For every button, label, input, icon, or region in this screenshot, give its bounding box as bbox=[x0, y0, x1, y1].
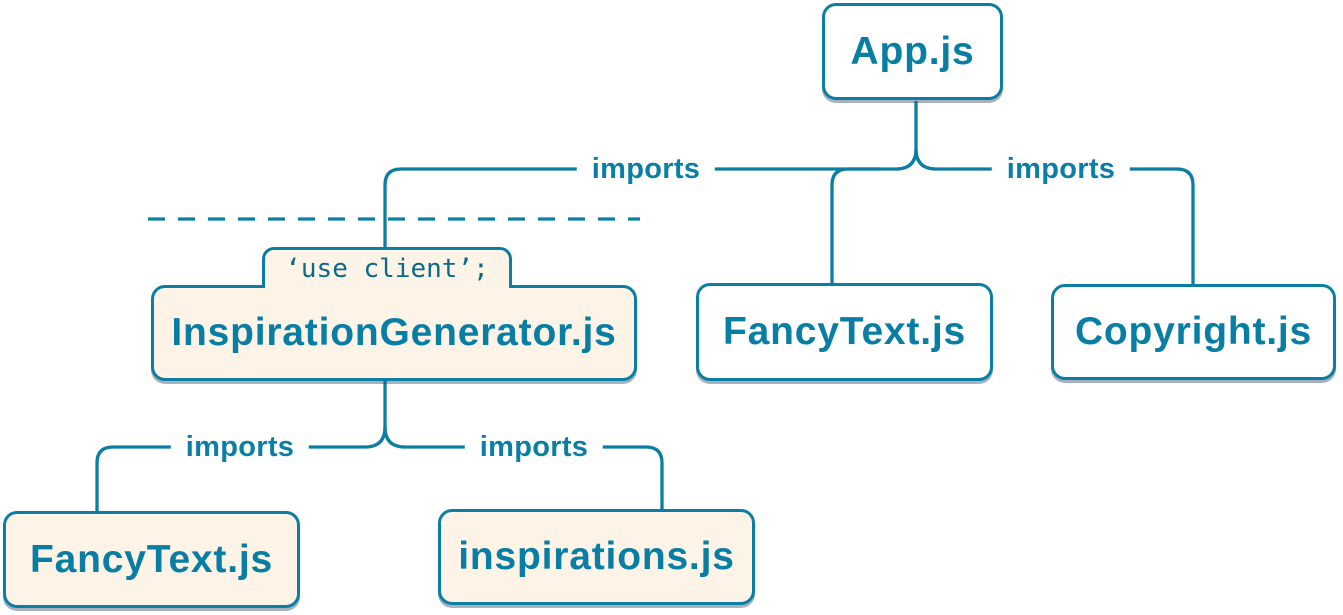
edge-label-imports-app-inspiration-generator: imports bbox=[576, 151, 716, 187]
node-inspirations-label: inspirations.js bbox=[458, 535, 735, 578]
node-inspirations: inspirations.js bbox=[438, 509, 755, 605]
edge-label-imports-inspiration-generator-inspirations: imports bbox=[464, 429, 604, 465]
edge-app-to-fancy-text bbox=[830, 167, 880, 283]
edge-inspiration-generator-to-inspirations bbox=[383, 426, 664, 509]
node-copyright-label: Copyright.js bbox=[1074, 310, 1313, 353]
node-app-label: App.js bbox=[850, 29, 975, 73]
use-client-directive-tab: ‘use client’; bbox=[262, 247, 512, 288]
node-app: App.js bbox=[822, 3, 1003, 100]
edge-label-imports-app-copyright: imports bbox=[991, 151, 1131, 187]
node-inspiration-generator: InspirationGenerator.js bbox=[151, 285, 637, 381]
node-fancy-text-client-label: FancyText.js bbox=[30, 537, 273, 581]
edge-label-imports-inspiration-generator-fancy-text: imports bbox=[170, 429, 310, 465]
edge-app-to-copyright bbox=[914, 148, 1195, 284]
node-fancy-text-client: FancyText.js bbox=[3, 511, 300, 608]
node-inspiration-generator-label: InspirationGenerator.js bbox=[171, 311, 617, 354]
node-fancy-text-server-label: FancyText.js bbox=[723, 310, 966, 353]
node-fancy-text-server: FancyText.js bbox=[696, 283, 993, 381]
use-client-directive-label: ‘use client’; bbox=[285, 254, 489, 284]
node-copyright: Copyright.js bbox=[1051, 284, 1336, 380]
